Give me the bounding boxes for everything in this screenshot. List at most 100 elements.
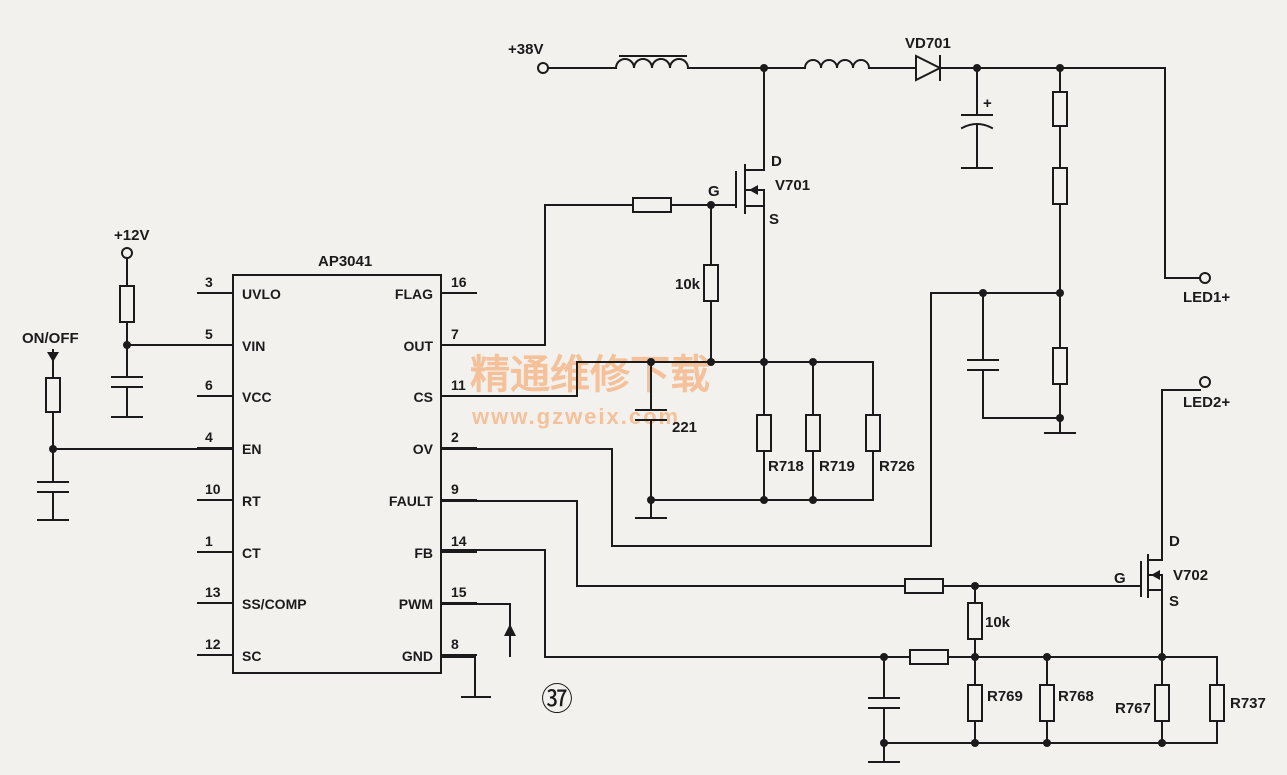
ic-name: AP3041 (318, 253, 372, 270)
q2-name-label: V702 (1173, 567, 1208, 584)
ic-pin-number: 16 (451, 274, 467, 290)
resistor-r726 (865, 414, 881, 452)
arrow-icon (749, 185, 758, 195)
r737-label: R737 (1230, 695, 1266, 712)
watermark-text: 精通维修下载 (470, 352, 710, 398)
ic-pin-name: VCC (242, 389, 272, 405)
arrow-up-icon (504, 624, 516, 636)
resistor-r719 (805, 414, 821, 452)
mosfet-v701: D G V701 S (708, 67, 810, 363)
bottom-sense-network: R769 R768 R767 R737 (868, 649, 1266, 763)
ic-pin-name: FLAG (395, 286, 433, 302)
diode-label: VD701 (905, 35, 951, 52)
ic-ap3041: AP3041 (232, 253, 442, 674)
r-gate2-label: 10k (985, 614, 1011, 631)
resistor-r767 (1154, 684, 1170, 722)
r767-label: R767 (1115, 700, 1151, 717)
ic-pin-name: EN (242, 441, 261, 457)
cap-plus-label: + (983, 95, 992, 112)
ic-pin-number: 6 (205, 377, 213, 393)
q2-s-label: S (1169, 593, 1179, 610)
r719-label: R719 (819, 458, 855, 475)
r718-label: R718 (768, 458, 804, 475)
watermark-url: www.gzweix.com (471, 404, 680, 429)
diode-vd701-symbol (915, 54, 943, 82)
ic-pin-number: 4 (205, 429, 213, 445)
r768-label: R768 (1058, 688, 1094, 705)
ic-pin-number: 12 (205, 636, 221, 652)
resistor-gate-2 (904, 578, 944, 594)
mosfet-v702: 10k LED2+ D G V702 S (904, 376, 1230, 658)
supply-38v-label: +38V (508, 41, 543, 58)
q2-g-label: G (1114, 570, 1126, 587)
led1-label: LED1+ (1183, 289, 1230, 306)
q1-d-label: D (771, 153, 782, 170)
ic-pin-name: FAULT (389, 493, 434, 509)
arrow-down-icon (47, 352, 59, 362)
r-gate1-label: 10k (675, 276, 701, 293)
ic-pin-name: CT (242, 545, 261, 561)
on-off-net: ON/OFF (22, 330, 234, 521)
ic-pin-name: FB (414, 545, 433, 561)
fb-pwm-gnd-traces: ㊲ (440, 549, 911, 718)
ic-pin-name: VIN (242, 338, 265, 354)
q2-d-label: D (1169, 533, 1180, 550)
cap-221-label: 221 (672, 419, 697, 436)
ic-pin-number: 5 (205, 326, 213, 342)
ic-pin-number: 11 (451, 377, 466, 393)
resistor-10k-1 (703, 264, 719, 302)
q1-g-label: G (708, 183, 720, 200)
resistor-r737 (1209, 684, 1225, 722)
on-off-label: ON/OFF (22, 330, 79, 347)
arrow-icon (1151, 570, 1160, 580)
ic-pin-name: OUT (403, 338, 433, 354)
supply-12v-terminal (121, 247, 133, 259)
led1-terminal (1199, 272, 1211, 284)
current-sense-network: 221 R718 R719 R726 (440, 358, 915, 519)
ic-pin-name: RT (242, 493, 261, 509)
ic-pin-name: SS/COMP (242, 596, 307, 612)
inductor-2 (803, 59, 871, 70)
gate-drive-1: 10k (440, 197, 737, 363)
ic-pin-number: 13 (205, 584, 221, 600)
ov-fault-traces (440, 292, 932, 587)
r769-label: R769 (987, 688, 1023, 705)
ic-pin-name: CS (414, 389, 433, 405)
led2-terminal (1199, 376, 1211, 388)
ic-pin-name: OV (413, 441, 434, 457)
ic-pin-number: 15 (451, 584, 467, 600)
resistor-10k-2 (967, 602, 983, 640)
ic-pin-number: 14 (451, 533, 467, 549)
resistor-r768 (1039, 684, 1055, 722)
ic-pin-name: PWM (399, 596, 433, 612)
power-path: +38V VD701 + (508, 35, 1230, 434)
ic-pin-number: 9 (451, 481, 459, 497)
resistor-ov-divider-3 (1052, 347, 1068, 385)
ic-pin-number: 2 (451, 429, 459, 445)
resistor-vin (119, 285, 135, 323)
ic-pin-number: 8 (451, 636, 459, 652)
ic-pin-number: 3 (205, 274, 213, 290)
resistor-r718 (756, 414, 772, 452)
resistor-r769 (967, 684, 983, 722)
supply-38v-terminal (537, 62, 549, 74)
r726-label: R726 (879, 458, 915, 475)
q1-s-label: S (769, 211, 779, 228)
ic-pin-number: 1 (205, 533, 213, 549)
resistor-en (45, 377, 61, 413)
ic-body (232, 274, 442, 674)
resistor-fb (909, 649, 949, 665)
figure-number: ㊲ (541, 680, 573, 718)
ic-pin-number: 10 (205, 481, 221, 497)
ic-pin-number: 7 (451, 326, 459, 342)
supply-12v-label: +12V (114, 227, 149, 244)
ic-pin-name: UVLO (242, 286, 281, 302)
q1-name-label: V701 (775, 177, 810, 194)
inductor-1 (614, 58, 690, 70)
ic-pin-name: GND (402, 648, 433, 664)
resistor-ov-divider-1 (1052, 91, 1068, 127)
resistor-ov-divider-2 (1052, 167, 1068, 205)
